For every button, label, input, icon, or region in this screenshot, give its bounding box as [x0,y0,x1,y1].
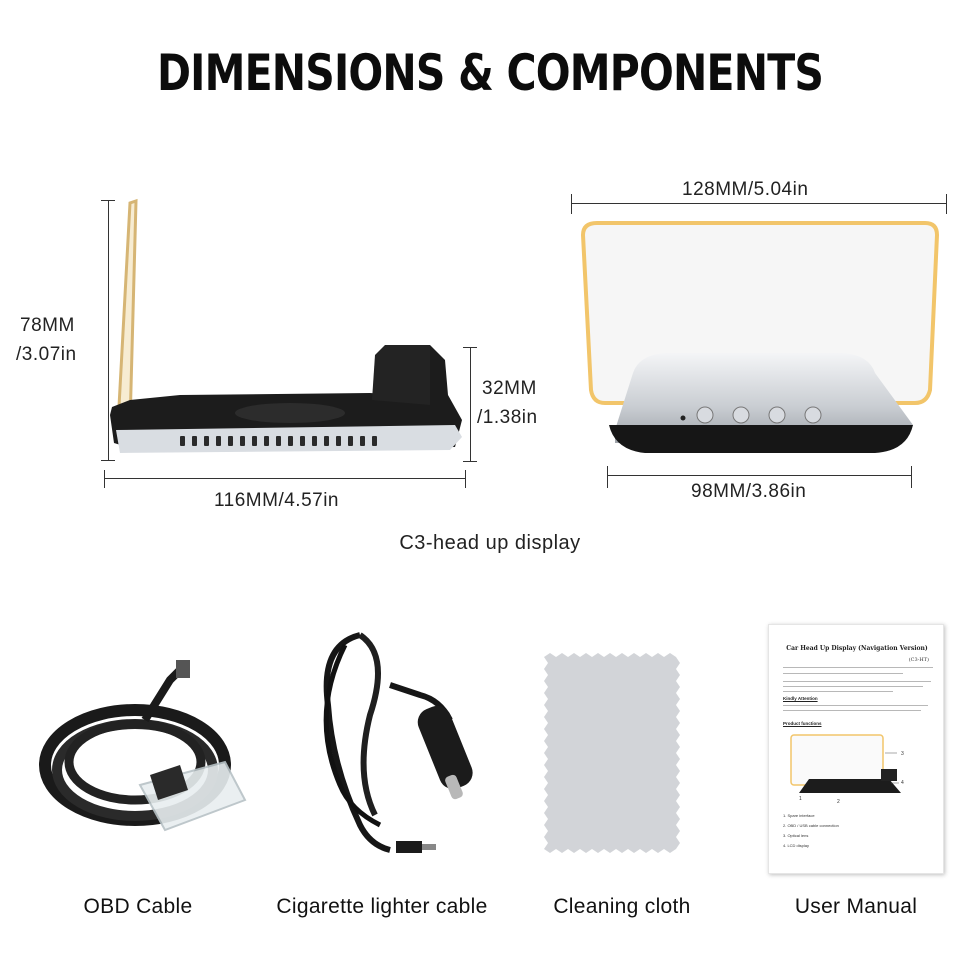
screen-width-label: 128MM/5.04in [682,179,809,200]
manual-text-line [783,686,923,687]
manual-item: 4. LCD display [783,843,810,848]
control-buttons [696,406,822,424]
base-width-left-tick [607,466,608,488]
manual-text-line [783,681,931,682]
manual-callout-4: 4 [901,780,904,786]
base-width-label: 98MM/3.86in [691,481,807,502]
manual-section-attention: Kindly Attention [783,696,818,701]
speaker-grille [235,403,345,423]
hud-tower [372,345,430,405]
vent-slots [180,436,377,446]
accessory-label-manual: User Manual [794,895,918,918]
side-height-bottom-tick [463,461,477,462]
manual-product-diagram [790,734,901,793]
hud-side-illustration [110,198,462,453]
manual-title: Car Head Up Display (Navigation Version) [786,645,928,652]
length-dimension-line [104,478,466,479]
cigarette-lighter-cable-icon [323,632,473,853]
height-mm-label: 78MM [20,315,75,336]
manual-text-line [783,710,921,711]
height-dimension-line [108,200,109,460]
manual-item: 3. Optical lens [783,833,809,838]
product-name: C3-head up display [399,532,581,554]
hud-base-silver [615,353,913,443]
side-height-in-label: /1.38in [477,407,538,428]
cleaning-cloth-icon [544,653,680,853]
micro-usb-tip [422,844,436,850]
base-width-right-tick [911,466,912,488]
length-right-tick [465,470,466,488]
manual-text-line [783,691,893,692]
page-title: DIMENSIONS & COMPONENTS [156,44,824,102]
manual-section-functions: Product functions [783,721,822,726]
manual-item: 1. Spare interface [783,813,815,818]
height-bottom-tick [101,460,115,461]
screen-width-right-tick [946,194,947,214]
accessory-label-lighter: Cigarette lighter cable [276,895,488,918]
side-height-top-tick [463,347,477,348]
height-in-label: /3.07in [16,344,77,365]
manual-item: 2. OBD / USB cable connection [783,823,839,828]
lighter-plug [417,705,473,790]
accessory-label-cloth: Cleaning cloth [553,895,691,918]
screen-width-left-tick [571,194,572,214]
accessory-label-obd: OBD Cable [83,895,193,918]
hud-base-dark [609,425,913,453]
base-width-dimension-line [607,475,912,476]
user-manual-icon: Car Head Up Display (Navigation Version)… [768,624,944,874]
hud-front-illustration [580,221,940,453]
manual-text-line [783,667,933,668]
side-height-mm-label: 32MM [482,378,537,399]
manual-callout-1: 1 [799,796,802,802]
manual-text-line [783,673,903,674]
manual-callout-2: 2 [837,799,840,805]
length-label: 116MM/4.57in [214,490,339,511]
light-sensor [680,415,686,421]
micro-usb-plug [176,660,190,678]
screen-width-dimension-line [571,203,947,204]
manual-code: (C3-HT) [908,657,929,663]
height-top-tick [101,200,115,201]
manual-text-line [783,705,928,706]
side-height-dimension-line [470,347,471,462]
glass-pane-edge [116,198,138,427]
hud-body-dark [110,345,462,451]
manual-callout-3: 3 [901,751,904,757]
obd-cable-icon [39,660,247,832]
length-left-tick [104,470,105,488]
